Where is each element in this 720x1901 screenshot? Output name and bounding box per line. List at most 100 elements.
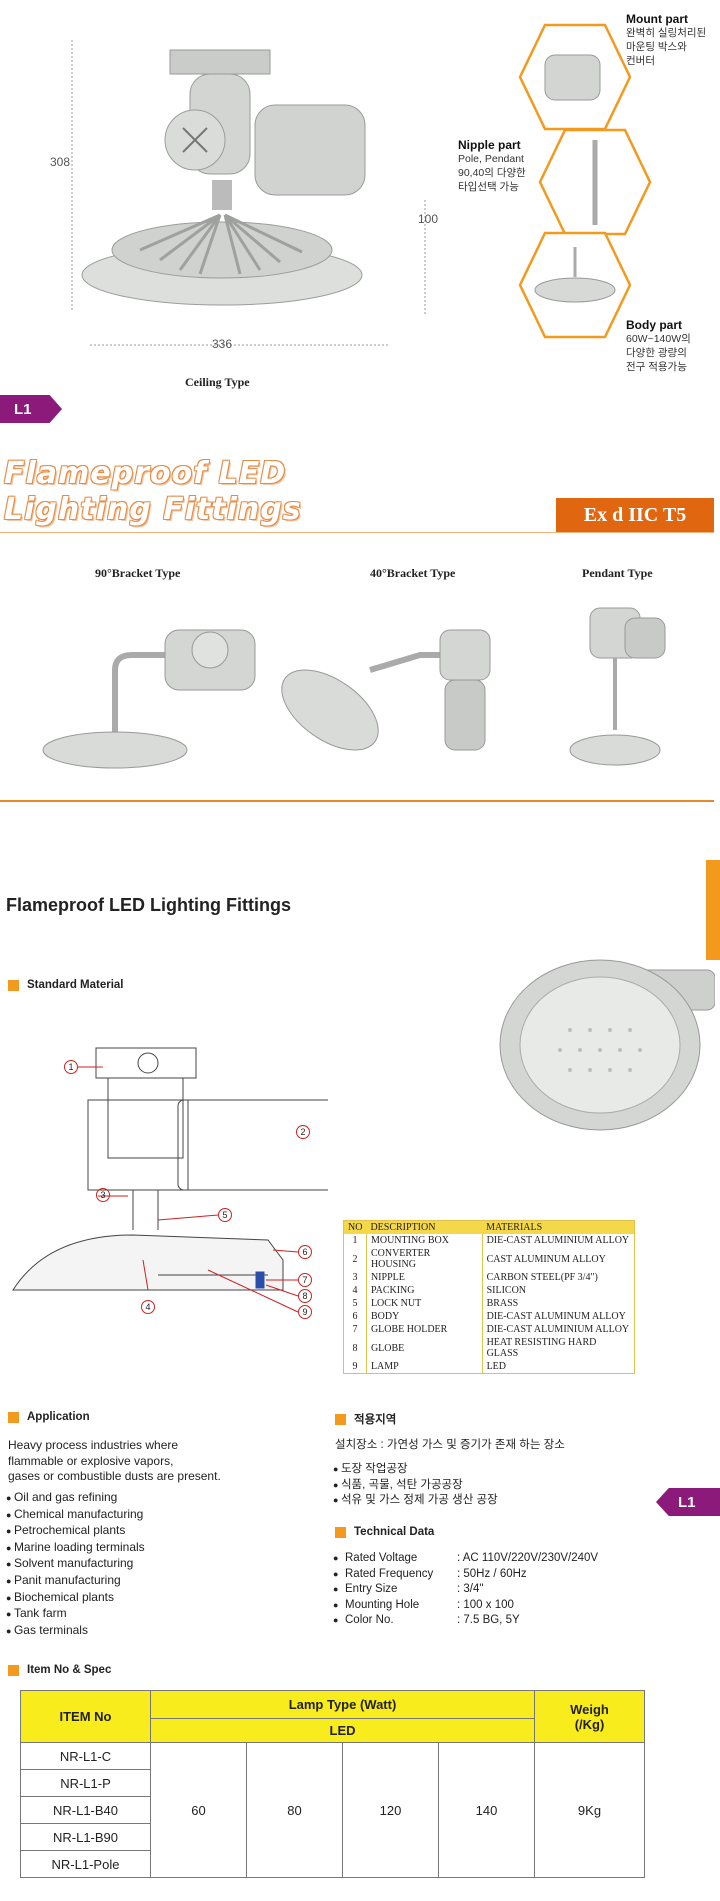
spec-item-cell: NR-L1-B40 [20,1796,151,1824]
korean-intro: 설치장소 : 가연성 가스 및 증기가 존재 하는 장소 [335,1439,565,1451]
korean-list-item: ● 식품, 곡물, 석탄 가공공장 [333,1478,463,1491]
korean-list-item: ● 도장 작업공장 [333,1463,408,1475]
material-no-cell: 6 [344,1310,367,1323]
application-list-item: ● Tank farm [6,1606,67,1621]
application-list: ● Oil and gas refining● Chemical manufac… [6,1490,145,1639]
spec-col-led: LED [150,1718,535,1743]
application-intro: Heavy process industries where flammable… [8,1438,221,1484]
application-heading: Application [8,1411,90,1423]
material-no-cell: 7 [344,1323,367,1336]
material-no-cell: 3 [344,1271,367,1284]
exploded-diagram: 1 2 3 4 5 6 7 8 9 [8,1030,404,1330]
material-mat-cell: CARBON STEEL(PF 3/4") [486,1272,598,1283]
spec-heading: Item No & Spec [8,1664,111,1676]
page-title: Flameproof LED Lighting Fittings [6,895,291,915]
spec-watt-cell: 140 [438,1742,535,1878]
variant-label-90-bracket: 90°Bracket Type [95,566,181,580]
standard-material-heading: Standard Material [8,979,124,991]
variant-label-pendant: Pendant Type [582,566,653,580]
technical-row: ● Color No.: 7.5 BG, 5Y [333,1613,598,1629]
material-desc-cell: MOUNTING BOX [366,1234,483,1247]
bullet-square-icon [8,1411,19,1423]
callout-7: 7 [298,1273,312,1287]
korean-list-item: ● 석유 및 가스 정제 가공 생산 공장 [333,1494,498,1507]
body-part-label: Body part 60W~140W의 다양한 광량의 전구 적용가능 [626,318,691,373]
korean-heading: 적용지역 [335,1411,396,1427]
material-mat-cell: DIE-CAST ALUMINIUM ALLOY [486,1324,630,1335]
callout-9: 9 [298,1305,312,1319]
spec-item-cell: NR-L1-P [20,1769,151,1797]
material-mat-cell: BRASS [486,1298,519,1309]
spec-row: NR-L1-Pole [20,1850,645,1878]
mount-part-label: Mount part 완벽히 실링처리된 마운팅 박스와 컨버터 [626,12,707,67]
material-no-cell: 5 [344,1297,367,1310]
technical-value: : 7.5 BG, 5Y [457,1614,520,1627]
side-tab [706,860,720,960]
banner-title: Flameproof LED Lighting Fittings [4,456,302,527]
technical-label: Rated Frequency [345,1567,434,1580]
ceiling-type-caption: Ceiling Type [185,375,250,389]
application-list-item: ● Solvent manufacturing [6,1556,134,1571]
technical-value: : 3/4" [457,1583,484,1596]
material-no-cell: 8 [344,1336,367,1360]
spec-col-lamp: Lamp Type (Watt) [150,1690,535,1719]
material-mat-cell: SILICON [486,1285,527,1296]
spec-col-weight: Weigh (/Kg) [534,1690,645,1743]
application-list-item: ● Panit manufacturing [6,1572,121,1587]
material-no-cell: 1 [344,1234,367,1247]
callout-5: 5 [218,1208,232,1222]
banner-rule [0,532,714,533]
spec-row: NR-L1-B90 [20,1823,645,1851]
technical-label: Color No. [345,1614,394,1627]
spec-item-cell: NR-L1-C [20,1742,151,1770]
material-mat-cell: LED [486,1361,507,1372]
korean-list: ● 도장 작업공장 ● 식품, 곡물, 석탄 가공공장 ● 석유 및 가스 정제 가… [333,1462,498,1509]
technical-row: ● Mounting Hole: 100 x 100 [333,1598,598,1614]
spec-item-cell: NR-L1-Pole [20,1850,151,1878]
material-desc-cell: NIPPLE [366,1271,483,1284]
technical-label: Rated Voltage [345,1552,418,1564]
spec-weight-cell: 9Kg [534,1742,645,1878]
bullet-icon: ● [333,1584,339,1595]
material-desc-cell: GLOBE [366,1336,483,1360]
bullet-icon: ● [333,1464,341,1474]
technical-label: Mounting Hole [345,1598,420,1611]
section-divider [0,800,714,802]
material-mat-cell: DIE-CAST ALUMINIUM ALLOY [486,1235,630,1246]
spec-watt-cell: 80 [246,1742,343,1878]
application-list-item: ● Chemical manufacturing [6,1506,144,1521]
application-list-item: ● Gas terminals [6,1622,88,1637]
dimension-width: 336 [212,337,233,351]
bullet-icon: ● [6,1625,14,1636]
callout-2: 2 [296,1125,310,1139]
ceiling-type-figure: 308 336 100 [40,30,440,360]
bullet-icon: ● [333,1479,341,1490]
material-desc-cell: BODY [366,1310,483,1323]
variant-illustrations [40,600,680,785]
material-desc-cell: PACKING [366,1284,483,1297]
bracket-40-lamp-image [281,629,491,751]
material-desc-cell: LAMP [366,1360,483,1373]
product-badge-left: L1 [0,395,62,423]
parts-hexagons [505,15,665,355]
product-badge-right: L1 [656,1488,720,1516]
spec-col-item: ITEM No [20,1690,151,1743]
bullet-icon: ● [6,1559,14,1570]
dimension-height: 308 [50,155,71,169]
bullet-icon: ● [333,1495,341,1506]
col-description: DESCRIPTION [370,1222,436,1233]
technical-value: : 50Hz / 60Hz [457,1567,527,1580]
bullet-icon: ● [333,1599,339,1610]
col-no: NO [348,1222,363,1233]
bullet-icon: ● [6,1575,14,1586]
technical-row: ● Rated Voltage: AC 110V/220V/230V/240V [333,1551,598,1567]
callout-8: 8 [298,1289,312,1303]
callout-4: 4 [141,1300,155,1314]
bracket-90-lamp-image [42,629,256,769]
